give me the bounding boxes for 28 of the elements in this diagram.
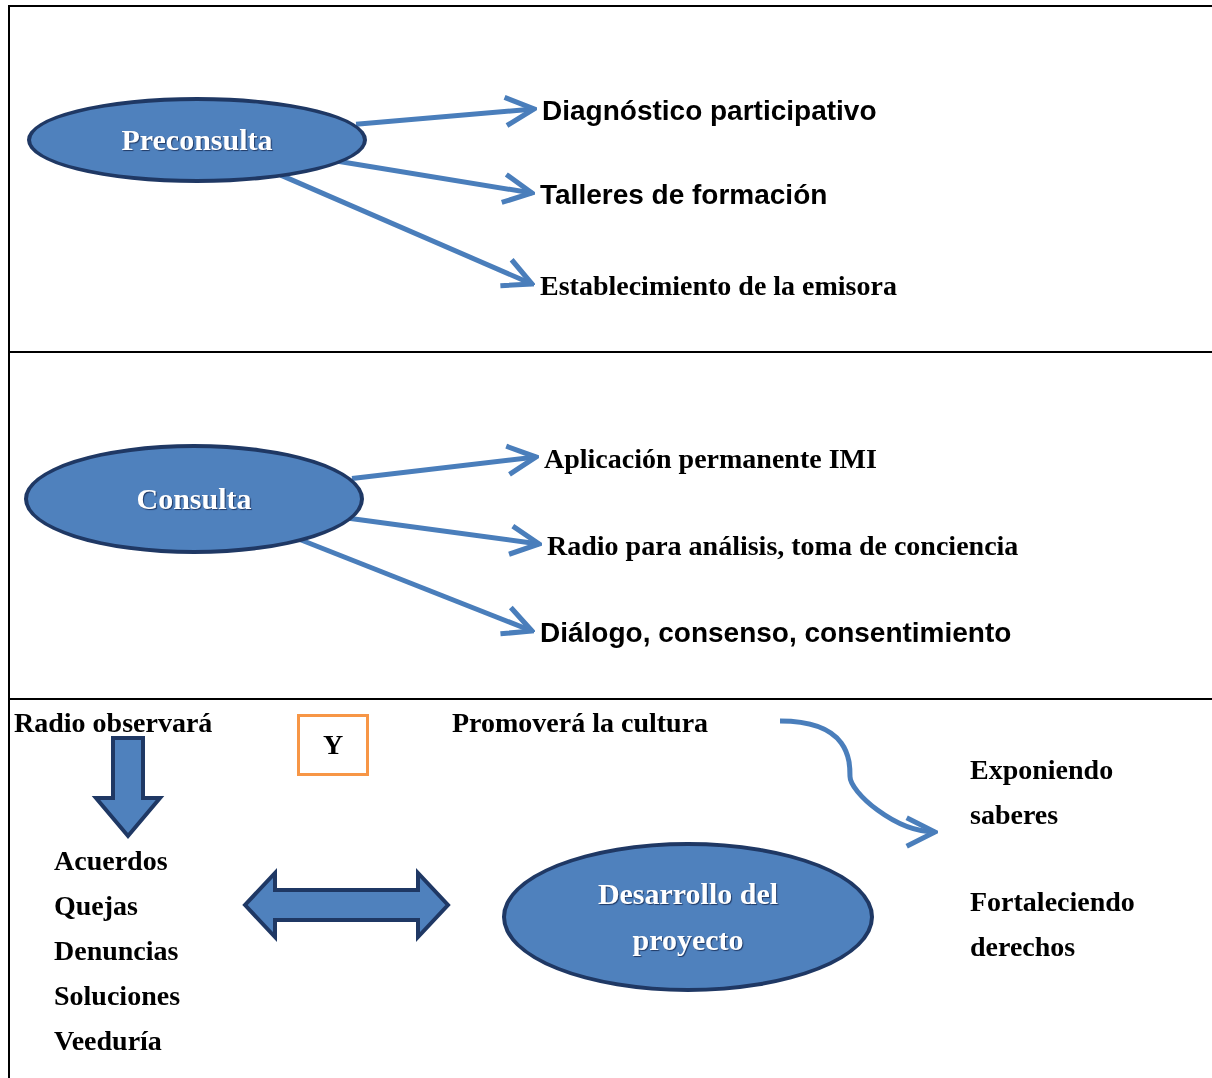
panel-frame — [8, 5, 1212, 351]
node-text: Acuerdos — [54, 844, 169, 878]
arrow — [779, 718, 938, 847]
node-text: Diálogo, consenso, consentimiento — [540, 616, 1012, 650]
arrow — [355, 94, 537, 129]
node-text: Aplicación permanente IMI — [544, 442, 877, 476]
node-text: Soluciones — [54, 979, 182, 1013]
panel-frame — [8, 351, 1212, 698]
node-text: Exponiendo saberes — [970, 753, 1115, 832]
ellipse-node: Consulta — [24, 444, 364, 554]
node-text: Veeduría — [54, 1024, 163, 1058]
arrow — [351, 443, 539, 481]
arrow — [298, 537, 535, 637]
block-arrow — [91, 736, 165, 840]
node-text: Fortaleciendo derechos — [970, 885, 1136, 964]
node-text: Denuncias — [54, 934, 180, 968]
node-text: Quejas — [54, 889, 139, 923]
ellipse-node: Desarrollo del proyecto — [502, 842, 874, 992]
node-text: Radio observará — [14, 706, 213, 740]
arrow — [348, 515, 542, 557]
node-text: Talleres de formación — [540, 178, 828, 212]
ellipse-node: Preconsulta — [27, 97, 367, 183]
node-text: Diagnóstico participativo — [542, 94, 877, 128]
node-text: Promoverá la cultura — [452, 706, 709, 740]
block-arrow — [242, 867, 451, 943]
tag-box: Y — [297, 714, 369, 776]
node-text: Radio para análisis, toma de conciencia — [547, 529, 1019, 563]
node-text: Establecimiento de la emisora — [540, 269, 897, 303]
